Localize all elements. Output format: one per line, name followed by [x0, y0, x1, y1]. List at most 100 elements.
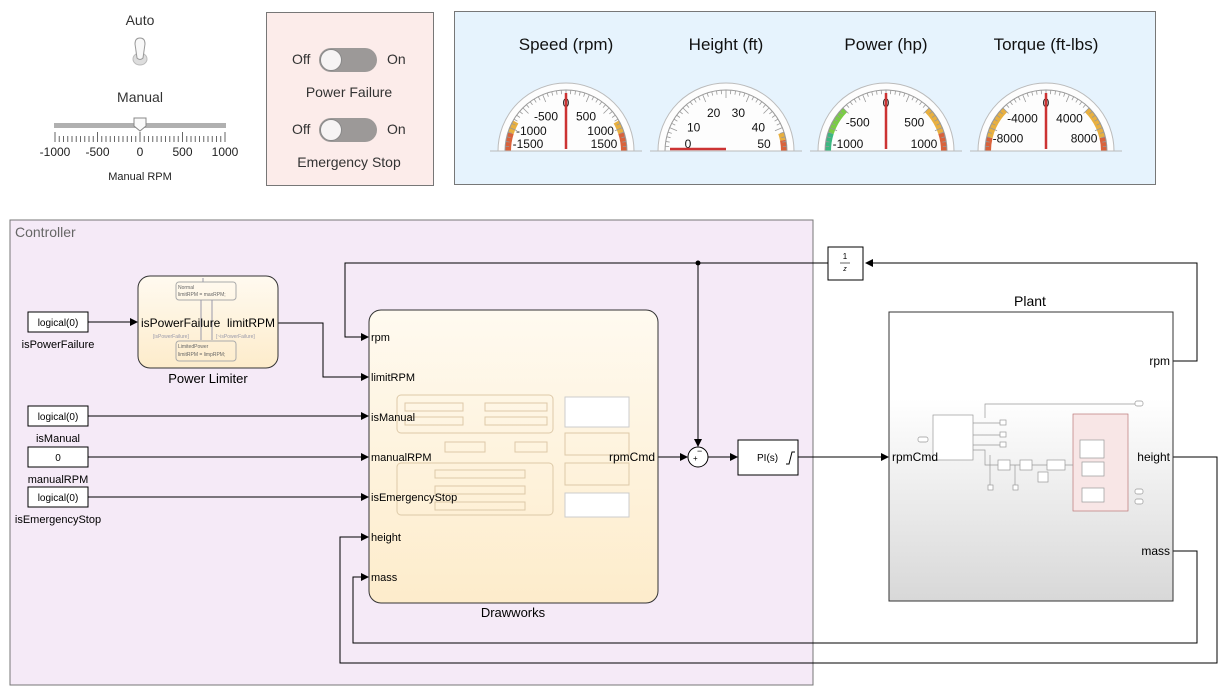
- port-limitRPM-in: limitRPM: [371, 372, 415, 384]
- port-manualRPM-in: manualRPM: [371, 452, 432, 464]
- pi-label: PI(s): [757, 453, 778, 464]
- power-limiter-block[interactable]: Normal limitRPM = maxRPM; LimitedPower l…: [137, 275, 279, 386]
- gauge-tick-label: 8000: [1071, 132, 1098, 146]
- gauge-tick-label: 50: [757, 137, 771, 151]
- port-height-in: height: [371, 532, 401, 544]
- transition-label: [isPowerFailure]: [153, 334, 189, 340]
- manual-rpm-label: Manual RPM: [108, 171, 172, 183]
- auto-label: Auto: [125, 12, 155, 28]
- port-mass-out: mass: [1141, 544, 1170, 558]
- unit-delay-block[interactable]: 1 z: [827, 246, 864, 281]
- state-limited-action: limitRPM = limpRPM;: [178, 352, 225, 358]
- port-limitRPM: limitRPM: [227, 316, 275, 330]
- gauge-tick-label: 500: [576, 109, 596, 123]
- power-failure-label: Power Failure: [305, 84, 393, 100]
- constant-value: logical(0): [38, 318, 79, 329]
- off-label: Off: [292, 51, 311, 67]
- power-limiter-label: Power Limiter: [168, 371, 248, 386]
- manual-label: Manual: [117, 89, 163, 105]
- gauge-tick-label: -1000: [833, 137, 864, 151]
- gauge-tick-label: -1000: [516, 124, 547, 138]
- state-limited: LimitedPower: [178, 344, 209, 350]
- gauge-tick-label: 20: [707, 106, 721, 120]
- slider-tick-label: 0: [136, 145, 144, 159]
- auto-manual-toggle-switch[interactable]: [132, 36, 148, 66]
- slider-ticks: [54, 132, 226, 142]
- gauge-title: Power (hp): [844, 35, 927, 54]
- port-height-out: height: [1137, 450, 1170, 464]
- port-rpm-in: rpm: [371, 332, 390, 344]
- gauge-title: Torque (ft-lbs): [994, 35, 1099, 54]
- off-label: Off: [292, 121, 311, 137]
- slider-tick-label: -1000: [39, 145, 71, 159]
- drawworks-block[interactable]: rpm limitRPM isManual manualRPM isEmergencyS…: [368, 309, 659, 620]
- gauge-tick-label: 1500: [591, 137, 618, 151]
- port-isEmergencyStop-in: isEmergencyStop: [371, 492, 457, 504]
- saturation-icon: [786, 451, 795, 465]
- constant-block[interactable]: [27, 311, 89, 333]
- constant-label: isPowerFailure: [22, 339, 95, 351]
- drawworks-label: Drawworks: [481, 605, 546, 620]
- port-rpm-out: rpm: [1149, 354, 1170, 368]
- state-normal: Normal: [178, 285, 194, 291]
- on-label: On: [387, 51, 406, 67]
- gauges: Speed (rpm)-1500-1000-500050010001500Hei…: [490, 35, 1122, 152]
- constant-block[interactable]: [27, 486, 89, 508]
- constant-label: isEmergencyStop: [15, 514, 101, 526]
- gauge: Torque (ft-lbs)-8000-4000040008000: [970, 35, 1122, 152]
- minus-sign: −: [697, 446, 702, 456]
- constant-value: logical(0): [38, 493, 79, 504]
- gauge-tick-label: 40: [752, 120, 766, 134]
- manual-rpm-slider-thumb[interactable]: [133, 117, 147, 137]
- gauge-tick-label: -1500: [513, 137, 544, 151]
- gauge-tick-label: -8000: [993, 132, 1024, 146]
- gauge-tick-label: 4000: [1056, 112, 1083, 126]
- gauge-title: Speed (rpm): [519, 35, 613, 54]
- port-mass-in: mass: [371, 572, 398, 584]
- pi-controller-block[interactable]: PI(s): [737, 439, 799, 476]
- transition-label: [~isPowerFailure]: [216, 334, 255, 340]
- controller-label: Controller: [15, 224, 76, 240]
- port-rpmCmd-out: rpmCmd: [609, 450, 655, 464]
- constant-value: 0: [55, 453, 61, 464]
- gauge-band: [986, 107, 1008, 139]
- port-isManual-in: isManual: [371, 412, 415, 424]
- gauge-band: [1084, 107, 1106, 139]
- constant-value: logical(0): [38, 412, 79, 423]
- slider-tick-label: 500: [172, 145, 193, 159]
- emergency-stop-label: Emergency Stop: [297, 154, 401, 170]
- delay-numerator: 1: [843, 252, 848, 261]
- slider-tick-label: -500: [85, 145, 110, 159]
- gauge-tick-label: -500: [534, 109, 558, 123]
- constant-block[interactable]: [27, 405, 89, 427]
- gauge: Speed (rpm)-1500-1000-500050010001500: [490, 35, 642, 152]
- gauge-tick-label: 0: [685, 137, 692, 151]
- plant-block[interactable]: Plant rpmCmd rpm height mass: [888, 293, 1174, 602]
- constant-label: manualRPM: [28, 474, 89, 486]
- sum-block[interactable]: + −: [687, 446, 709, 468]
- constant-label: isManual: [36, 433, 80, 445]
- port-rpmCmd-in: rpmCmd: [892, 450, 938, 464]
- on-label: On: [387, 121, 406, 137]
- gauge-tick-label: 1000: [911, 137, 938, 151]
- emergency-stop-toggle[interactable]: [319, 118, 377, 142]
- state-normal-action: limitRPM = maxRPM;: [178, 292, 226, 298]
- plant-label: Plant: [1014, 293, 1046, 309]
- gauge: Height (ft) 0 10 20 30 40 50: [650, 35, 802, 152]
- gauge-tick-label: -500: [846, 116, 870, 130]
- delay-denominator: z: [842, 266, 847, 273]
- gauge-title: Height (ft): [689, 35, 764, 54]
- gauge-tick-label: 1000: [587, 124, 614, 138]
- gauge-tick-label: -4000: [1007, 112, 1038, 126]
- switch-panel: Off On Power Failure Off On Emergency St…: [266, 12, 434, 186]
- constant-block[interactable]: [27, 446, 89, 468]
- slider-tick-label: 1000: [211, 145, 239, 159]
- plus-sign: +: [693, 454, 698, 463]
- power-failure-toggle[interactable]: [319, 48, 377, 72]
- gauge-tick-label: 30: [732, 106, 746, 120]
- port-isPowerFailure: isPowerFailure: [141, 316, 221, 330]
- gauge-tick-label: 500: [904, 116, 924, 130]
- gauge-tick-label: 10: [687, 120, 701, 134]
